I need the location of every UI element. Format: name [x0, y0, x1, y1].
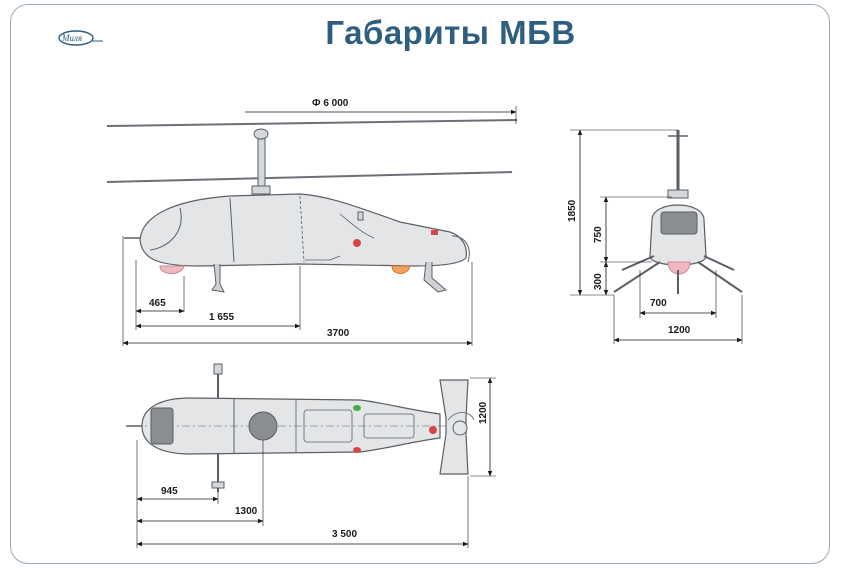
top-view: 1200 945 1300 3 500: [126, 363, 496, 548]
dim-700: 700: [650, 298, 667, 309]
side-view: Ф 6 000 465 1 655 3700: [106, 98, 518, 346]
logo: Миля: [56, 27, 106, 54]
dim-465: 465: [149, 298, 166, 309]
side-pink-light: [159, 265, 185, 274]
dim-3700: 3700: [327, 328, 350, 339]
front-pink-light: [667, 261, 691, 275]
front-gear: [613, 261, 743, 293]
top-green-light: [353, 405, 361, 411]
top-red-light: [353, 447, 361, 453]
dim-1200-top: 1200: [478, 401, 489, 424]
side-top-red-light: [431, 230, 438, 235]
top-window: [150, 407, 174, 445]
dim-3500: 3 500: [332, 529, 357, 540]
dim-945: 945: [161, 486, 178, 497]
front-window: [660, 211, 698, 235]
upper-rotor-blade: [106, 119, 518, 127]
side-gear-rear: [423, 261, 448, 293]
dim-1300: 1300: [235, 506, 258, 517]
dim-1200-front: 1200: [668, 325, 691, 336]
dim-1655: 1 655: [209, 312, 234, 323]
side-red-light: [353, 239, 361, 247]
side-orange-light: [391, 265, 411, 274]
page-title: Габариты МБВ: [325, 14, 576, 51]
side-fuselage: [139, 193, 467, 267]
rotor-mast: [257, 135, 266, 193]
side-gear-front: [211, 263, 225, 293]
dim-750: 750: [593, 226, 604, 243]
rotor-hub-top: [253, 128, 269, 140]
top-rotor-hub: [248, 411, 278, 441]
logo-text: Миля: [61, 33, 82, 43]
dim-300: 300: [593, 273, 604, 290]
dim-1850: 1850: [567, 199, 578, 222]
front-view: 1850 750 300 700 1200: [567, 129, 743, 344]
rotor-hub-bottom: [251, 185, 271, 195]
dim-rotor-diameter: Ф 6 000: [312, 98, 349, 109]
slide-frame: [10, 4, 830, 564]
lower-rotor-blade: [106, 171, 513, 183]
